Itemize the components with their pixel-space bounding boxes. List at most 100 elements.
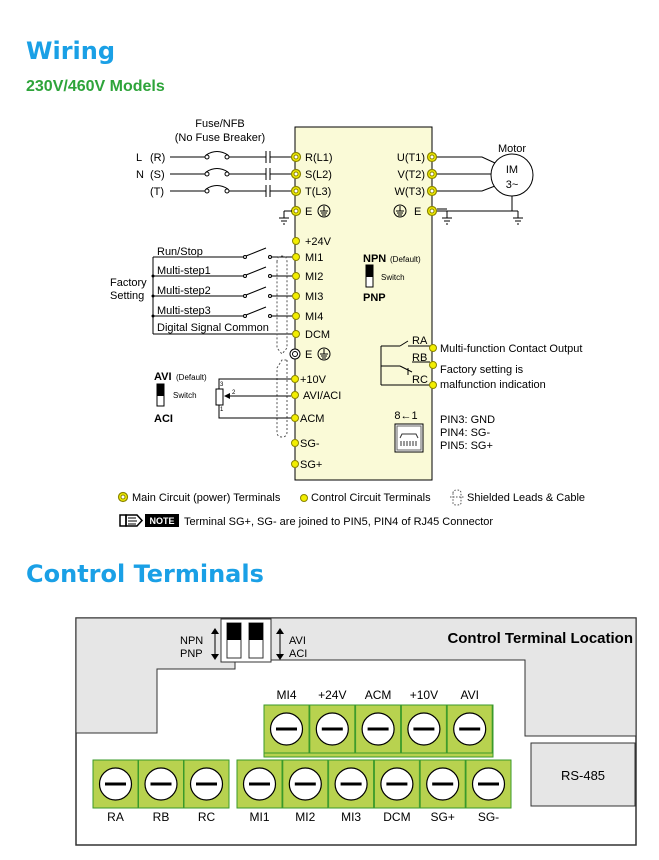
ground-left-label: E <box>305 206 312 218</box>
terminal-label: MI1 <box>249 810 269 824</box>
avi-switch-default: (Default) <box>176 373 207 382</box>
rj45-pin: PIN4: SG- <box>440 427 490 439</box>
npn-switch-label: Switch <box>381 273 405 282</box>
earth-ground-icon <box>279 210 292 225</box>
rj45-connector-icon: 8←1 <box>394 410 424 453</box>
pot-pin: 3 <box>220 382 224 388</box>
main-terminals-left: R(L1) S(L2) T(L3) E <box>279 151 333 225</box>
input-line-s: N (S) <box>136 168 292 181</box>
terminal-label: RC <box>198 810 216 824</box>
shielded-cable-icon <box>276 255 288 355</box>
terminal-screw--10v[interactable]: +10V <box>400 688 447 754</box>
fuse-label: Fuse/NFB <box>195 118 245 130</box>
terminal-label: MI3 <box>305 291 323 303</box>
input-phase-label: (T) <box>150 186 164 198</box>
legend-control: Control Circuit Terminals <box>311 492 431 504</box>
terminal-label: DCM <box>305 329 330 341</box>
terminal-label: MI2 <box>305 271 323 283</box>
relay-terminal-label: RC <box>412 374 428 386</box>
note-badge: NOTE <box>149 516 174 526</box>
rj45-label: 8←1 <box>394 410 417 422</box>
relay-description: Multi-function Contact Output <box>440 343 582 355</box>
motor-icon: Motor IM 3~ <box>490 143 534 197</box>
terminal-screw--24v[interactable]: +24V <box>309 688 356 754</box>
potentiometer-icon: 3 2 1 <box>215 378 291 419</box>
terminal-label: DCM <box>383 810 410 824</box>
ground-right-label: E <box>414 206 421 218</box>
terminal-screw-mi3[interactable]: MI3 <box>328 759 375 824</box>
models-subheading: 230V/460V Models <box>26 78 165 95</box>
wiring-diagram: Fuse/NFB (No Fuse Breaker) L (R) N (S) (… <box>110 118 585 528</box>
terminal-screw-sg-[interactable]: SG+ <box>419 759 466 824</box>
terminal-screw-acm[interactable]: ACM <box>355 688 402 754</box>
terminal-w-label: W(T3) <box>394 186 425 198</box>
shield-ground-label: E <box>305 349 312 361</box>
relay-description: malfunction indication <box>440 379 546 391</box>
ground-symbol-icon <box>317 204 331 218</box>
earth-ground-icon <box>442 211 452 225</box>
terminal-screw-mi4[interactable]: MI4 <box>263 688 310 754</box>
terminal-label: +10V <box>410 688 438 702</box>
terminal-label: RA <box>107 810 124 824</box>
earth-ground-icon <box>513 211 523 225</box>
terminal-label: SG+ <box>431 810 455 824</box>
legend-main: Main Circuit (power) Terminals <box>132 492 281 504</box>
terminal-screw-rc[interactable]: RC <box>183 759 230 824</box>
control-terminals-heading: Control Terminals <box>26 560 264 588</box>
digital-input-label: Multi-step1 <box>157 265 211 277</box>
npn-switch-bottom: PNP <box>363 292 386 304</box>
switch-right-top: AVI <box>289 635 306 647</box>
fuse-label-sub: (No Fuse Breaker) <box>175 132 265 144</box>
rs485-port[interactable] <box>530 742 636 807</box>
terminal-label: AVI <box>460 688 478 702</box>
digital-input-label: Run/Stop <box>157 246 203 258</box>
rj45-pin: PIN3: GND <box>440 414 495 426</box>
drive-body <box>294 126 433 481</box>
avi-switch-bottom: ACI <box>154 413 173 425</box>
terminal-s-label: S(L2) <box>305 169 332 181</box>
terminal-r-label: R(L1) <box>305 152 333 164</box>
terminal-label: SG- <box>300 438 320 450</box>
terminal-label: MI1 <box>305 252 323 264</box>
terminal-label: MI4 <box>276 688 296 702</box>
terminal-label: +24V <box>305 236 332 248</box>
pot-pin: 1 <box>220 407 224 413</box>
wiring-heading: Wiring <box>26 37 116 65</box>
input-phase-label: (S) <box>150 169 165 181</box>
input-line-r: L (R) <box>136 151 292 164</box>
motor-im-label: IM <box>506 164 518 176</box>
note-icon <box>119 514 144 527</box>
terminal-screw-mi1[interactable]: MI1 <box>236 759 283 824</box>
digital-input-label: Multi-step2 <box>157 285 211 297</box>
switch-left-top: NPN <box>180 635 203 647</box>
terminal-label: RB <box>153 810 170 824</box>
motor-label: Motor <box>498 143 526 155</box>
terminal-label: SG- <box>478 810 499 824</box>
terminal-t-label: T(L3) <box>305 186 331 198</box>
relay-terminal-label: RA <box>412 335 428 347</box>
terminal-label: ACM <box>365 688 392 702</box>
terminal-screw-mi2[interactable]: MI2 <box>282 759 329 824</box>
terminal-screw-dcm[interactable]: DCM <box>373 759 420 824</box>
terminal-label: MI4 <box>305 311 323 323</box>
digital-input-wiring: Factory Setting Run/Stop Multi-step1 Mul… <box>110 246 292 355</box>
input-line-label: N <box>136 169 144 181</box>
terminal-u-label: U(T1) <box>397 152 425 164</box>
digital-input-label: Multi-step3 <box>157 305 211 317</box>
terminal-screw-avi[interactable]: AVI <box>446 688 493 754</box>
motor-phase-label: 3~ <box>506 179 519 191</box>
control-terminal-diagram: NPN PNP AVI ACI Control Terminal Locatio… <box>75 617 637 846</box>
factory-setting-label: Factory <box>110 277 147 289</box>
terminal-label: SG+ <box>300 459 322 471</box>
npn-switch-default: (Default) <box>390 255 421 264</box>
control-terminal-title: Control Terminal Location <box>447 630 633 647</box>
shield-legend-icon <box>450 489 464 506</box>
factory-setting-label: Setting <box>110 290 144 302</box>
main-terminals-right: U(T1) V(T2) W(T3) E <box>393 151 523 225</box>
terminal-screw-rb[interactable]: RB <box>138 759 184 824</box>
pot-pin: 2 <box>232 390 236 396</box>
relay-description: Factory setting is <box>440 364 524 376</box>
avi-switch-top: AVI <box>154 371 172 383</box>
terminal-screw-sg-[interactable]: SG- <box>465 759 512 824</box>
terminal-label: MI3 <box>341 810 361 824</box>
